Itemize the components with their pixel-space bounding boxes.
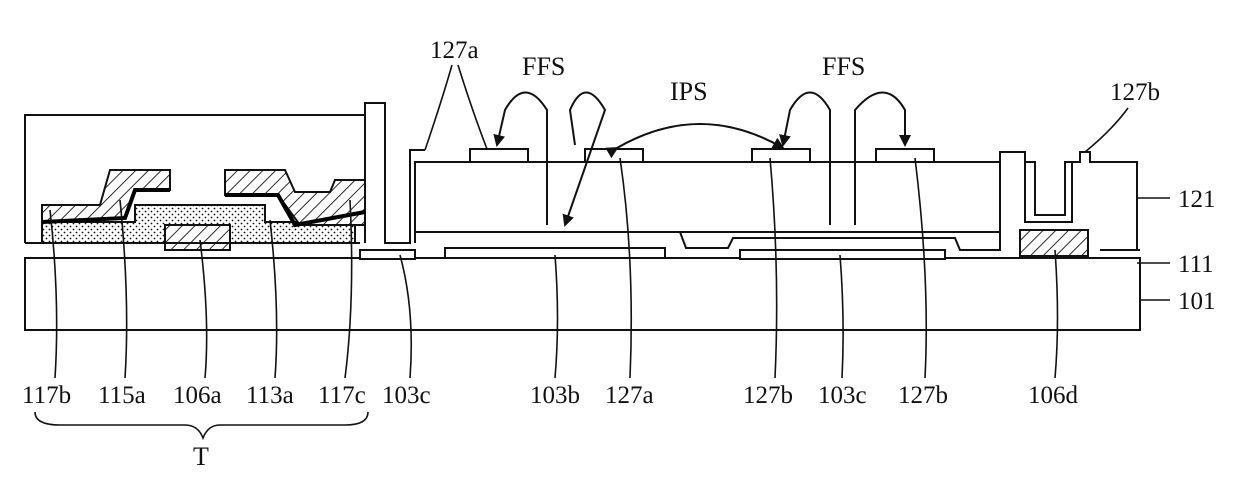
common-electrode-127a-2 xyxy=(585,149,643,162)
planarization-layer-121 xyxy=(415,162,1000,232)
label-127a-top: 127a xyxy=(430,37,479,64)
label-127b-bottom-1: 127b xyxy=(743,382,793,409)
label-121: 121 xyxy=(1178,186,1216,213)
passivation-121 xyxy=(365,103,1137,250)
label-103b: 103b xyxy=(530,382,580,409)
label-113a: 113a xyxy=(246,382,294,409)
common-electrode-127b-1 xyxy=(752,149,810,162)
label-106a: 106a xyxy=(173,382,222,409)
leader-127a xyxy=(425,65,487,150)
brace-tft xyxy=(35,412,368,438)
pixel-electrode-103c-right xyxy=(740,250,945,259)
label-127b-bottom-2: 127b xyxy=(898,382,948,409)
label-103c-right: 103c xyxy=(818,382,867,409)
label-127b-top: 127b xyxy=(1110,79,1160,106)
label-103c-left: 103c xyxy=(382,382,431,409)
ips-arrow xyxy=(617,124,783,148)
label-106d: 106d xyxy=(1028,382,1079,409)
label-127a-bottom: 127a xyxy=(605,382,654,409)
pad-electrode-106d xyxy=(1020,230,1088,256)
leader-127b-top xyxy=(1085,108,1128,152)
label-ffs-right: FFS xyxy=(822,52,865,81)
pixel-electrode-103c-left xyxy=(360,250,415,259)
substrate-101 xyxy=(25,258,1140,330)
label-117b: 117b xyxy=(22,382,71,409)
gate-underlay-106a xyxy=(165,225,230,243)
label-117c: 117c xyxy=(318,382,366,409)
common-electrode-127b-2 xyxy=(876,149,934,162)
label-ffs-left: FFS xyxy=(522,52,565,81)
label-115a: 115a xyxy=(98,382,146,409)
label-101: 101 xyxy=(1178,288,1216,315)
label-ips: IPS xyxy=(670,77,708,106)
common-electrode-127a-1 xyxy=(470,149,528,162)
label-t: T xyxy=(193,442,209,471)
label-111: 111 xyxy=(1178,251,1214,278)
